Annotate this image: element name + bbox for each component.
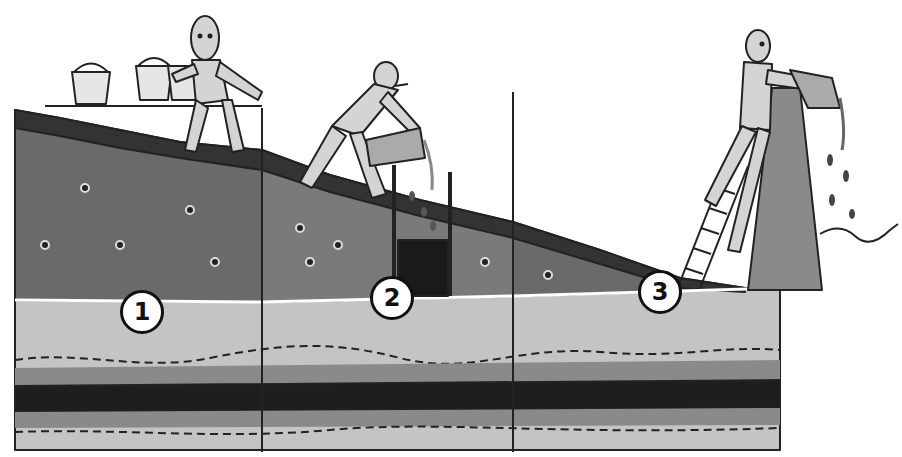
callout-number: 3 — [652, 280, 669, 304]
callout-number: 1 — [134, 300, 151, 324]
callout-circle: 3 — [638, 270, 682, 314]
callout-circle: 2 — [370, 276, 414, 320]
callout-number: 2 — [384, 286, 401, 310]
callout-circle: 1 — [120, 290, 164, 334]
